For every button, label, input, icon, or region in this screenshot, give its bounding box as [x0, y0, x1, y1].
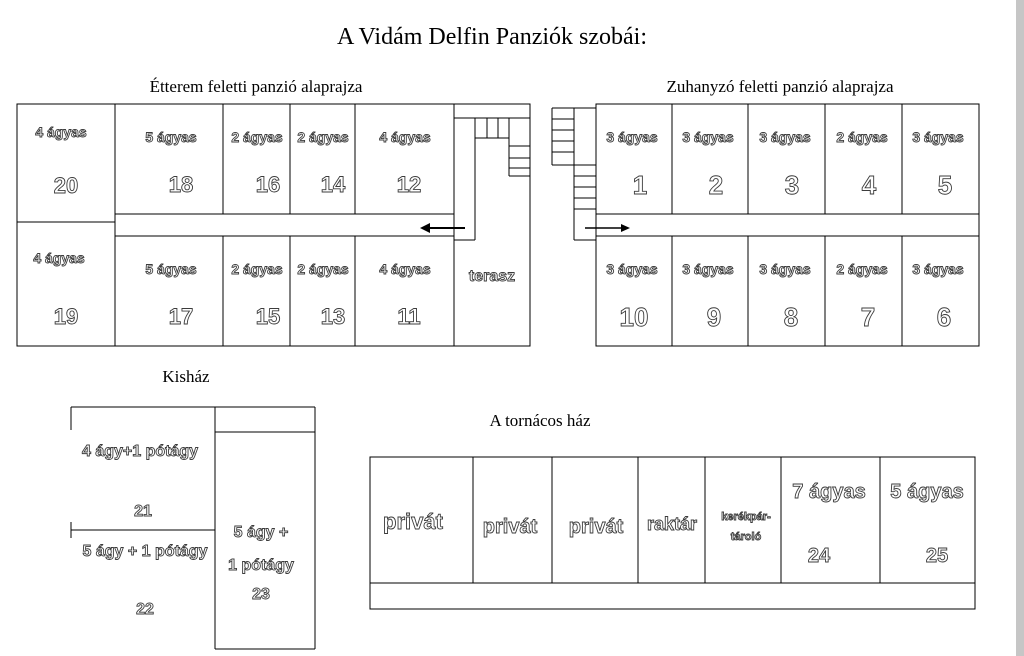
tornacos-private-1: privát — [383, 509, 444, 534]
tornacos-room-25-beds: 5 ágyas — [890, 481, 963, 503]
tornacos-room-25-number: 25 — [926, 545, 948, 567]
etterem-room-16: 2 ágyas 16 — [231, 129, 283, 198]
etterem-room-15: 2 ágyas 15 — [231, 261, 283, 330]
room-number: 8 — [784, 302, 798, 332]
room-number: 4 — [862, 170, 877, 200]
room-number: 5 — [938, 170, 952, 200]
kishaz-heading: Kisház — [162, 367, 210, 386]
zuhanyzo-room-5: 3 ágyas 5 — [912, 129, 964, 201]
room-number: 10 — [620, 302, 649, 332]
tornacos-private-3: privát — [569, 516, 624, 538]
etterem-room-17: 5 ágyas 17 — [145, 261, 197, 330]
tornacos-storage: raktár — [647, 514, 697, 534]
room-number: 20 — [54, 173, 78, 198]
kishaz-room-21-number: 21 — [134, 503, 152, 520]
room-beds: 4 ágyas — [379, 129, 431, 145]
room-number: 2 — [709, 170, 723, 200]
kishaz-room-22-number: 22 — [136, 601, 154, 618]
room-beds: 3 ágyas — [912, 129, 964, 145]
room-beds: 4 ágyas — [35, 124, 87, 140]
tornacos-outline — [369, 456, 976, 610]
terrace-label: terasz — [469, 268, 515, 285]
room-beds: 3 ágyas — [682, 129, 734, 145]
page-title: A Vidám Delfin Panziók szobái: — [337, 24, 647, 50]
room-beds: 2 ágyas — [231, 129, 283, 145]
room-number: 14 — [321, 172, 346, 197]
zuhanyzo-outline — [595, 103, 980, 347]
zuhanyzo-room-6: 3 ágyas 6 — [912, 261, 964, 333]
kishaz-room-21-beds: 4 ágy+1 pótágy — [82, 443, 198, 460]
zuhanyzo-room-3: 3 ágyas 3 — [759, 129, 811, 201]
room-beds: 3 ágyas — [759, 129, 811, 145]
etterem-room-19: 4 ágyas 19 — [33, 250, 85, 330]
kishaz-room-23-beds-line2: 1 pótágy — [228, 557, 294, 574]
etterem-room-18: 5 ágyas 18 — [145, 129, 197, 198]
room-beds: 3 ágyas — [606, 129, 658, 145]
arrow-right-icon — [621, 224, 630, 232]
kishaz-room-23-beds-line1: 5 ágy + — [234, 524, 289, 541]
room-beds: 2 ágyas — [297, 261, 349, 277]
room-number: 12 — [397, 172, 421, 197]
room-number: 6 — [937, 302, 951, 332]
room-beds: 2 ágyas — [836, 261, 888, 277]
etterem-outline — [16, 103, 531, 347]
room-number: 17 — [169, 304, 193, 329]
room-beds: 5 ágyas — [145, 261, 197, 277]
room-number: 3 — [785, 170, 799, 200]
zuhanyzo-room-1: 3 ágyas 1 — [606, 129, 658, 201]
tornacos-bike-line1: kerékpár- — [721, 511, 771, 523]
tornacos-bike-line2: tároló — [731, 531, 762, 543]
room-number: 18 — [169, 172, 193, 197]
room-beds: 5 ágyas — [145, 129, 197, 145]
room-number: 1 — [633, 170, 647, 200]
zuhanyzo-room-4: 2 ágyas 4 — [836, 129, 888, 201]
kishaz-room-23-number: 23 — [252, 586, 270, 603]
kishaz-room-22-beds: 5 ágy + 1 pótágy — [83, 543, 208, 560]
etterem-room-13: 2 ágyas 13 — [297, 261, 349, 330]
room-beds: 4 ágyas — [379, 261, 431, 277]
etterem-room-11: 4 ágyas 11 — [379, 261, 431, 330]
room-beds: 2 ágyas — [297, 129, 349, 145]
room-number: 19 — [54, 304, 78, 329]
room-beds: 3 ágyas — [682, 261, 734, 277]
room-beds: 4 ágyas — [33, 250, 85, 266]
room-beds: 2 ágyas — [836, 129, 888, 145]
tornacos-heading: A tornácos ház — [489, 411, 590, 430]
zuhanyzo-plan — [551, 103, 980, 347]
etterem-room-12: 4 ágyas 12 — [379, 129, 431, 198]
room-number: 11 — [397, 304, 420, 329]
room-beds: 2 ágyas — [231, 261, 283, 277]
room-number: 7 — [861, 302, 875, 332]
etterem-plan — [16, 103, 531, 347]
zuhanyzo-heading: Zuhanyzó feletti panzió alaprajza — [666, 77, 893, 96]
etterem-heading: Étterem feletti panzió alaprajza — [150, 77, 363, 96]
etterem-room-14: 2 ágyas 14 — [297, 129, 349, 198]
room-number: 9 — [707, 302, 721, 332]
tornacos-room-24-number: 24 — [808, 545, 831, 567]
room-beds: 3 ágyas — [912, 261, 964, 277]
zuhanyzo-room-10: 3 ágyas 10 — [606, 261, 658, 333]
zuhanyzo-room-7: 2 ágyas 7 — [836, 261, 888, 333]
room-number: 13 — [321, 304, 345, 329]
tornacos-private-2: privát — [483, 516, 538, 538]
kishaz-plan — [70, 406, 316, 650]
vertical-scrollbar[interactable] — [1016, 0, 1024, 656]
arrow-left-icon — [420, 223, 430, 233]
room-beds: 3 ágyas — [759, 261, 811, 277]
zuhanyzo-room-9: 3 ágyas 9 — [682, 261, 734, 333]
zuhanyzo-room-8: 3 ágyas 8 — [759, 261, 811, 333]
zuhanyzo-room-2: 3 ágyas 2 — [682, 129, 734, 201]
tornacos-room-24-beds: 7 ágyas — [792, 481, 865, 503]
room-number: 15 — [256, 304, 280, 329]
room-number: 16 — [256, 172, 280, 197]
etterem-room-20: 4 ágyas 20 — [35, 124, 87, 199]
room-beds: 3 ágyas — [606, 261, 658, 277]
tornacos-plan — [369, 456, 976, 610]
